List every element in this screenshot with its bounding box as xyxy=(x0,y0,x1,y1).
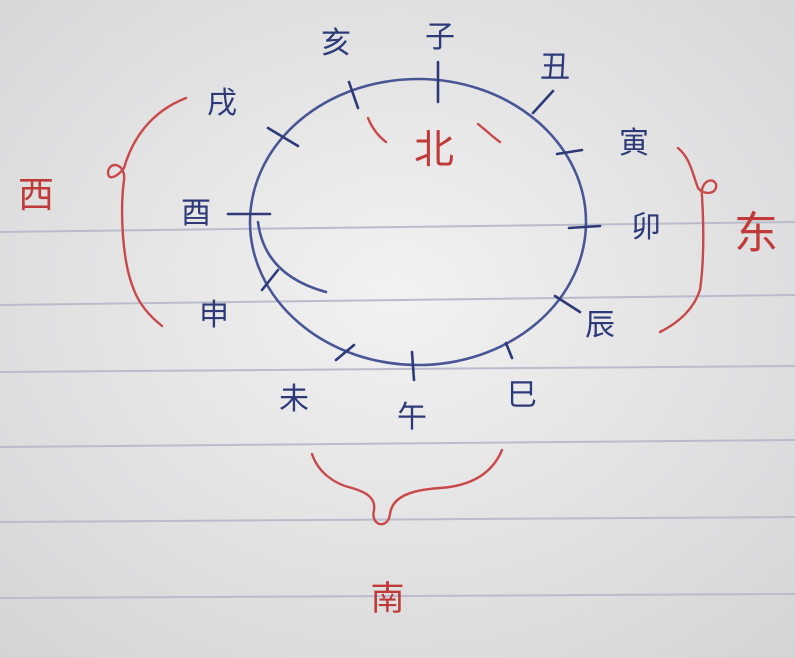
ruled-line xyxy=(0,365,795,373)
east-brace xyxy=(658,146,718,334)
tick-hai xyxy=(347,80,360,110)
direction-north-label: 北 xyxy=(414,127,454,173)
branch-label-zi: 子 xyxy=(425,20,455,55)
branch-circle xyxy=(248,77,588,367)
direction-south-label: 南 xyxy=(364,580,404,616)
ruled-line xyxy=(0,593,795,599)
branch-label-hai: 亥 xyxy=(321,26,351,61)
direction-west-label: 西 xyxy=(17,175,55,216)
south-brace xyxy=(310,448,504,526)
north-mark-right xyxy=(476,122,502,144)
branch-label-yin: 寅 xyxy=(619,126,649,161)
inner-stroke xyxy=(256,220,328,294)
branch-label-you: 酉 xyxy=(181,196,211,231)
branch-label-chen: 辰 xyxy=(585,308,615,343)
branch-label-si: 巳 xyxy=(507,378,537,413)
red-braces xyxy=(106,96,718,526)
tick-si xyxy=(504,341,514,360)
tick-chou xyxy=(531,89,555,115)
branch-label-wu: 午 xyxy=(397,400,427,435)
tick-chen xyxy=(553,294,582,314)
tick-wei xyxy=(334,343,356,362)
ruled-line xyxy=(0,439,795,448)
circle-outline xyxy=(248,77,588,367)
tick-marks xyxy=(226,60,602,382)
branch-label-chou: 丑 xyxy=(540,50,570,85)
tick-mao xyxy=(567,224,602,230)
branch-label-mao: 卯 xyxy=(631,210,661,245)
ruled-line xyxy=(0,221,795,233)
tick-shen xyxy=(260,268,280,292)
direction-east-label: 东 xyxy=(734,208,778,259)
branch-label-wei: 未 xyxy=(279,382,309,417)
branch-label-xu: 戌 xyxy=(207,86,237,121)
ruled-lines xyxy=(0,221,795,599)
tick-wu xyxy=(410,350,416,382)
north-mark-left xyxy=(366,116,388,144)
west-brace xyxy=(106,96,188,328)
tick-xu xyxy=(266,126,300,148)
tick-yin xyxy=(555,148,584,156)
branch-label-shen: 申 xyxy=(199,298,229,333)
ruled-line xyxy=(0,294,795,306)
ruled-line xyxy=(0,516,795,523)
